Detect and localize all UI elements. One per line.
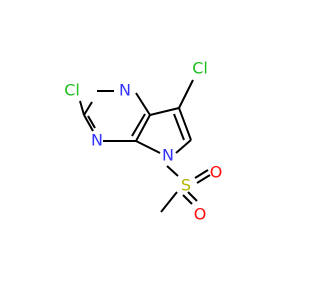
bond-n5-s — [166, 165, 179, 177]
oxygen-label-right: O — [210, 163, 223, 182]
bond-layer — [79, 79, 211, 213]
bond-s-o-right — [194, 169, 209, 179]
sulfur-label: S — [181, 176, 191, 195]
bond-c7a-c7 — [149, 107, 180, 116]
oxygen-label-bottom: O — [194, 205, 207, 224]
bond-c7-cl — [178, 79, 194, 109]
chlorine-label-left: Cl — [64, 81, 80, 100]
bond-c4a-c7a-double — [131, 113, 146, 137]
bond-s-o-right-double — [196, 174, 211, 184]
nitrogen-label-pyrrole: N — [162, 146, 174, 165]
nitrogen-label-bottom: N — [91, 131, 103, 150]
bond-c7a-n1 — [135, 92, 151, 116]
bond-c2-n3-double — [87, 115, 96, 129]
bond-c4a-c7a — [135, 114, 151, 142]
bond-s-methyl — [160, 191, 178, 213]
nitrogen-label-top: N — [119, 81, 131, 100]
molecule-structure: Cl Cl N N N S O O — [64, 59, 222, 224]
bond-c2-cl — [79, 100, 85, 116]
bond-c7-c6-double — [178, 107, 192, 141]
bond-n5-c4a — [135, 140, 161, 154]
atom-label-layer: Cl Cl N N N S O O — [64, 59, 222, 224]
bond-c2-n1 — [83, 101, 93, 116]
bond-c6-n5 — [175, 139, 192, 154]
bond-c7-c6-inner — [173, 113, 185, 141]
chlorine-label-top: Cl — [192, 59, 208, 78]
bond-c2-n3 — [83, 114, 94, 132]
bond-s-o-bottom-double — [187, 191, 198, 202]
bond-s-o-bottom — [182, 194, 193, 205]
